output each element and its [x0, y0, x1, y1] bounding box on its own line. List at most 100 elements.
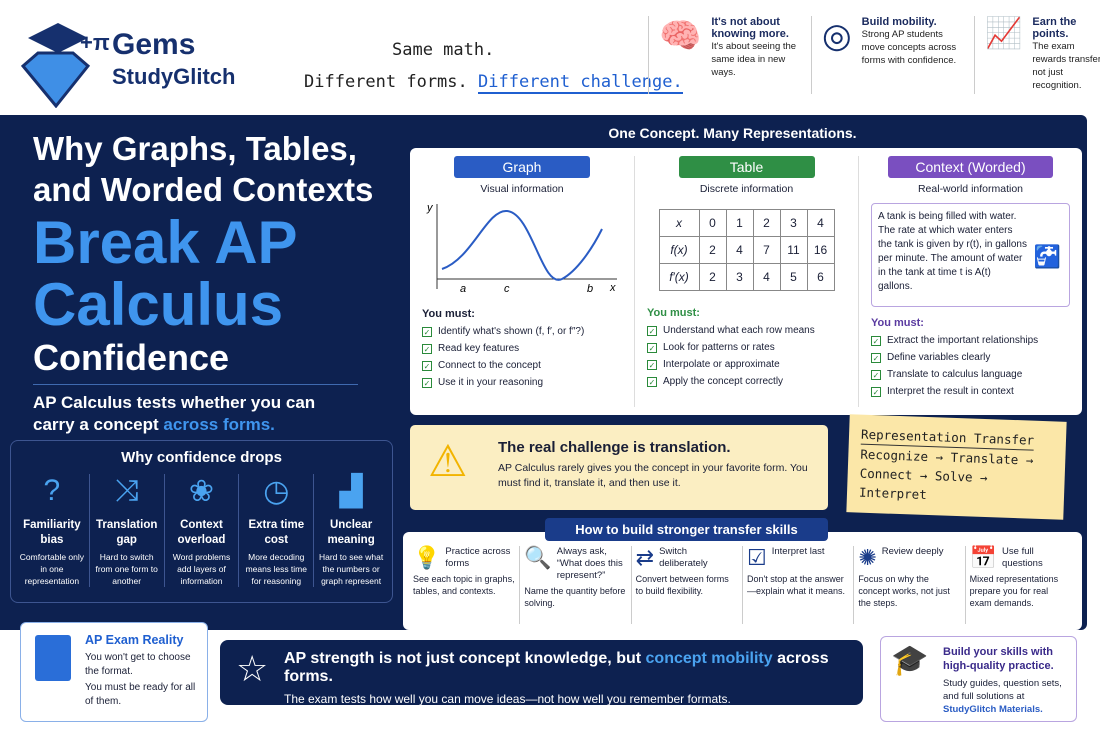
- checklist-item: ✓ Translate to calculus language: [871, 366, 1070, 383]
- reps-context-items-3: Interpret the result in context: [887, 386, 1014, 397]
- banner-a: AP strength is not just concept knowledg…: [284, 650, 646, 667]
- faucet-icon: 🚰: [1033, 244, 1061, 269]
- reps-graph-label: Graph: [454, 156, 590, 178]
- promo-link[interactable]: StudyGlitch Materials.: [943, 704, 1043, 715]
- table-cell: 11: [779, 236, 808, 264]
- hero-sub_a: AP Calculus tests whether you can carry …: [33, 393, 316, 434]
- skills-items-2-title: Switch deliberately: [659, 546, 708, 569]
- top-point: 📈Earn the points.The exam rewards transf…: [974, 16, 1100, 94]
- top_points-0-title_a: It's not about: [711, 16, 780, 28]
- reps-must: You must:: [422, 308, 475, 320]
- top_points-1-title_b: Build mobility.: [861, 16, 937, 28]
- table-cell: 0: [698, 209, 727, 237]
- reps-context-items-1: Define variables clearly: [887, 352, 991, 363]
- checklist-item: ✓Interpret the result in context: [871, 383, 1070, 400]
- hero-sub_b: across forms.: [163, 415, 275, 434]
- star-icon: ☆: [236, 648, 269, 689]
- calendar-clock-icon: 📅: [969, 545, 998, 570]
- reps-context-items-2: Translate to calculus language: [887, 369, 1023, 380]
- challenge-text: AP Calculus rarely gives you the concept…: [498, 462, 808, 489]
- checkbox-icon: ✓: [871, 370, 881, 380]
- checkbox-icon: ✓: [647, 377, 657, 387]
- checklist-item: ✓Interpolate or approximate: [647, 356, 846, 373]
- reps-graph-ticks-2: b: [587, 283, 593, 295]
- reps-table-sub: Discrete information: [699, 183, 794, 195]
- table-cell: 3: [725, 263, 754, 291]
- checkbox-icon: ✓: [871, 353, 881, 363]
- hero-subtitle: AP Calculus tests whether you can carry …: [33, 392, 353, 436]
- logo-symbol: +π: [80, 30, 110, 55]
- checklist-item: ✓Connect to the concept: [422, 357, 622, 374]
- drops-items-4-text: Hard to see what the numbers or graph re…: [318, 552, 384, 586]
- checklist-item: ✓ Extract the important relationships: [871, 332, 1070, 349]
- table-cell: 1: [725, 209, 754, 237]
- table-cell: f(x): [658, 236, 700, 264]
- lightbulb-icon: 💡: [413, 545, 441, 570]
- checkbox-icon: ✓: [647, 326, 657, 336]
- checklist-item: ✓ Understand what each row means: [647, 322, 846, 339]
- hero-line3: Confidence: [33, 337, 230, 378]
- bar-chart-icon: ▟: [339, 475, 363, 508]
- reps-context-items-0: Extract the important relationships: [887, 335, 1039, 346]
- tangle-icon: ❀: [188, 475, 215, 508]
- tagline-1: Same math.: [392, 40, 495, 60]
- hero-line1: Why Graphs, Tables,: [33, 130, 357, 167]
- reps-table-items-3: Apply the concept correctly: [663, 376, 784, 387]
- table-cell: f′(x): [658, 263, 700, 291]
- skills-items-4-title: Review deeply: [881, 546, 944, 557]
- challenge-title: The real challenge is translation.: [498, 439, 731, 456]
- challenge-box: ⚠ The real challenge is translation. AP …: [410, 425, 828, 510]
- drops-title: Why confidence drops: [121, 449, 282, 466]
- reps-must: You must:: [647, 307, 700, 319]
- banner-b: concept mobility: [645, 650, 773, 667]
- reps-context-sub: Real-world information: [917, 183, 1024, 195]
- context-problem: A tank is being filled with water. The r…: [871, 203, 1070, 307]
- skills-items-0-title: Practice across forms: [445, 546, 511, 569]
- reps-graph-axis_x: x: [609, 282, 616, 294]
- head-question-icon: ?: [43, 474, 61, 507]
- checkbox-icon: ✓: [871, 336, 881, 346]
- skills-items-5-title: Use full questions: [1002, 546, 1043, 569]
- table-cell: 2: [752, 209, 781, 237]
- top_points-2-title_b: Earn the points.: [1032, 16, 1077, 40]
- graduation-cap-icon: 🎓: [891, 644, 929, 677]
- top-point: ◎Build mobility.Strong AP students move …: [811, 16, 966, 94]
- table-cell: 2: [698, 236, 727, 264]
- representations-title: One Concept. Many Representations.: [595, 122, 870, 144]
- table-cell: 2: [698, 263, 727, 291]
- exam-reality-box: AP Exam Reality You won't get to choose …: [20, 622, 208, 722]
- drops-items-0-text: Comfortable only in one representation: [19, 552, 85, 586]
- reps-table-items-2: Interpolate or approximate: [663, 359, 780, 370]
- tagline-line2b: Different challenge.: [478, 72, 683, 94]
- skills-title: How to build stronger transfer skills: [545, 518, 828, 541]
- table-cell: 6: [806, 263, 835, 291]
- table-cell: 4: [725, 236, 754, 264]
- top_points-0-text: It's about seeing the same idea in new w…: [711, 41, 797, 78]
- reps-graph-items-2: Connect to the concept: [438, 360, 541, 371]
- checklist-item: ✓Read key features: [422, 340, 622, 357]
- reps-table-items-0: Understand what each row means: [663, 325, 815, 336]
- skills-items-1-title: Always ask, “What does this represent?”: [556, 546, 623, 581]
- reps-graph-items-3: Use it in your reasoning: [438, 377, 544, 388]
- table-cell: 4: [806, 209, 835, 237]
- warning-icon: ⚠: [428, 437, 468, 486]
- reps-graph-ticks-1: c: [504, 283, 510, 295]
- hero-big2: Calculus: [33, 271, 284, 338]
- brain-icon: ✺: [858, 545, 877, 570]
- reps-context-text: A tank is being filled with water. The r…: [878, 211, 1027, 292]
- table-cell: 3: [779, 209, 808, 237]
- drops-items-0-title: Familiarity bias: [23, 519, 81, 546]
- drops-items-3-text: More decoding means less time for reason…: [245, 552, 307, 586]
- hero-title: Why Graphs, Tables,and Worded Contexts B…: [33, 128, 373, 380]
- reps-graph-items-0: Identify what's shown (f, f′, or f″?): [438, 326, 585, 337]
- skills-items-1-text: Name the quantity before solving.: [524, 586, 626, 608]
